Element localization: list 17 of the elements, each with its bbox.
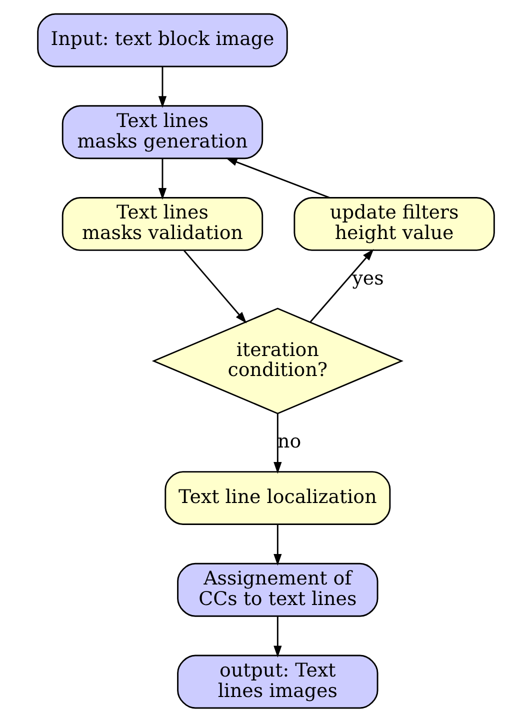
arrow bbox=[158, 158, 167, 200]
arrow bbox=[184, 250, 247, 324]
node-box: Text lines masks generation bbox=[62, 105, 264, 160]
arrow bbox=[226, 158, 330, 198]
node-box: update filters height value bbox=[294, 196, 495, 251]
edge-label: yes bbox=[352, 267, 384, 290]
node-box: Text lines masks validation bbox=[62, 196, 264, 251]
arrow bbox=[310, 248, 374, 322]
node-box: Text line localization bbox=[164, 471, 391, 526]
arrow bbox=[158, 66, 167, 108]
node-box: Assignement of CCs to text lines bbox=[177, 562, 378, 617]
node-diamond: iteration condition? bbox=[152, 308, 404, 414]
arrow bbox=[274, 524, 282, 566]
node-box: output: Text lines images bbox=[177, 654, 378, 709]
arrow bbox=[274, 616, 282, 658]
node-box: Input: text block image bbox=[37, 13, 288, 68]
arrow bbox=[274, 414, 282, 474]
